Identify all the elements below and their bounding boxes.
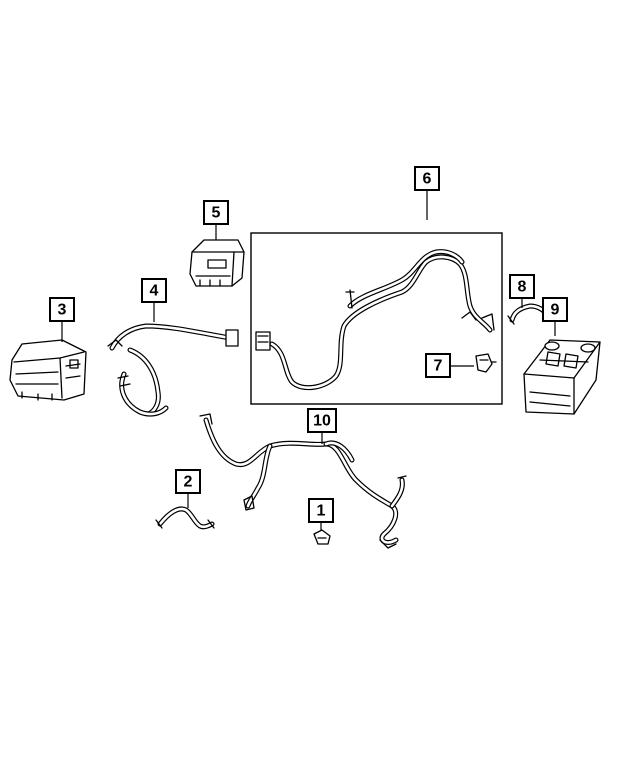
part-4-cable-harness [107, 323, 239, 417]
svg-text:10: 10 [313, 413, 331, 430]
callout-6[interactable]: 6 [414, 166, 440, 191]
part-9-battery [523, 339, 601, 415]
callout-10[interactable]: 10 [307, 408, 337, 433]
part-6-cable-assembly [255, 249, 495, 391]
callout-1[interactable]: 1 [308, 498, 334, 523]
part-6-frame [250, 232, 503, 405]
part-7-terminal-clip [475, 353, 497, 373]
svg-text:8: 8 [518, 279, 527, 296]
svg-text:4: 4 [150, 283, 159, 300]
svg-text:6: 6 [423, 171, 432, 188]
callout-8[interactable]: 8 [509, 274, 535, 299]
svg-text:9: 9 [551, 302, 560, 319]
part-5-relay-module [189, 239, 245, 287]
callout-2[interactable]: 2 [175, 469, 201, 494]
svg-text:7: 7 [434, 358, 443, 375]
svg-text:5: 5 [212, 205, 221, 222]
part-1-connector [313, 529, 331, 545]
part-2-jumper-cable [155, 506, 215, 530]
svg-text:3: 3 [58, 302, 67, 319]
part-10-main-harness [199, 413, 407, 549]
callout-3[interactable]: 3 [49, 297, 75, 322]
svg-text:1: 1 [317, 503, 326, 520]
callout-5[interactable]: 5 [203, 200, 229, 225]
callout-9[interactable]: 9 [542, 297, 568, 322]
callout-4[interactable]: 4 [141, 278, 167, 303]
callout-7[interactable]: 7 [425, 353, 451, 378]
svg-text:2: 2 [184, 474, 193, 491]
part-3-fuse-box [9, 339, 87, 401]
